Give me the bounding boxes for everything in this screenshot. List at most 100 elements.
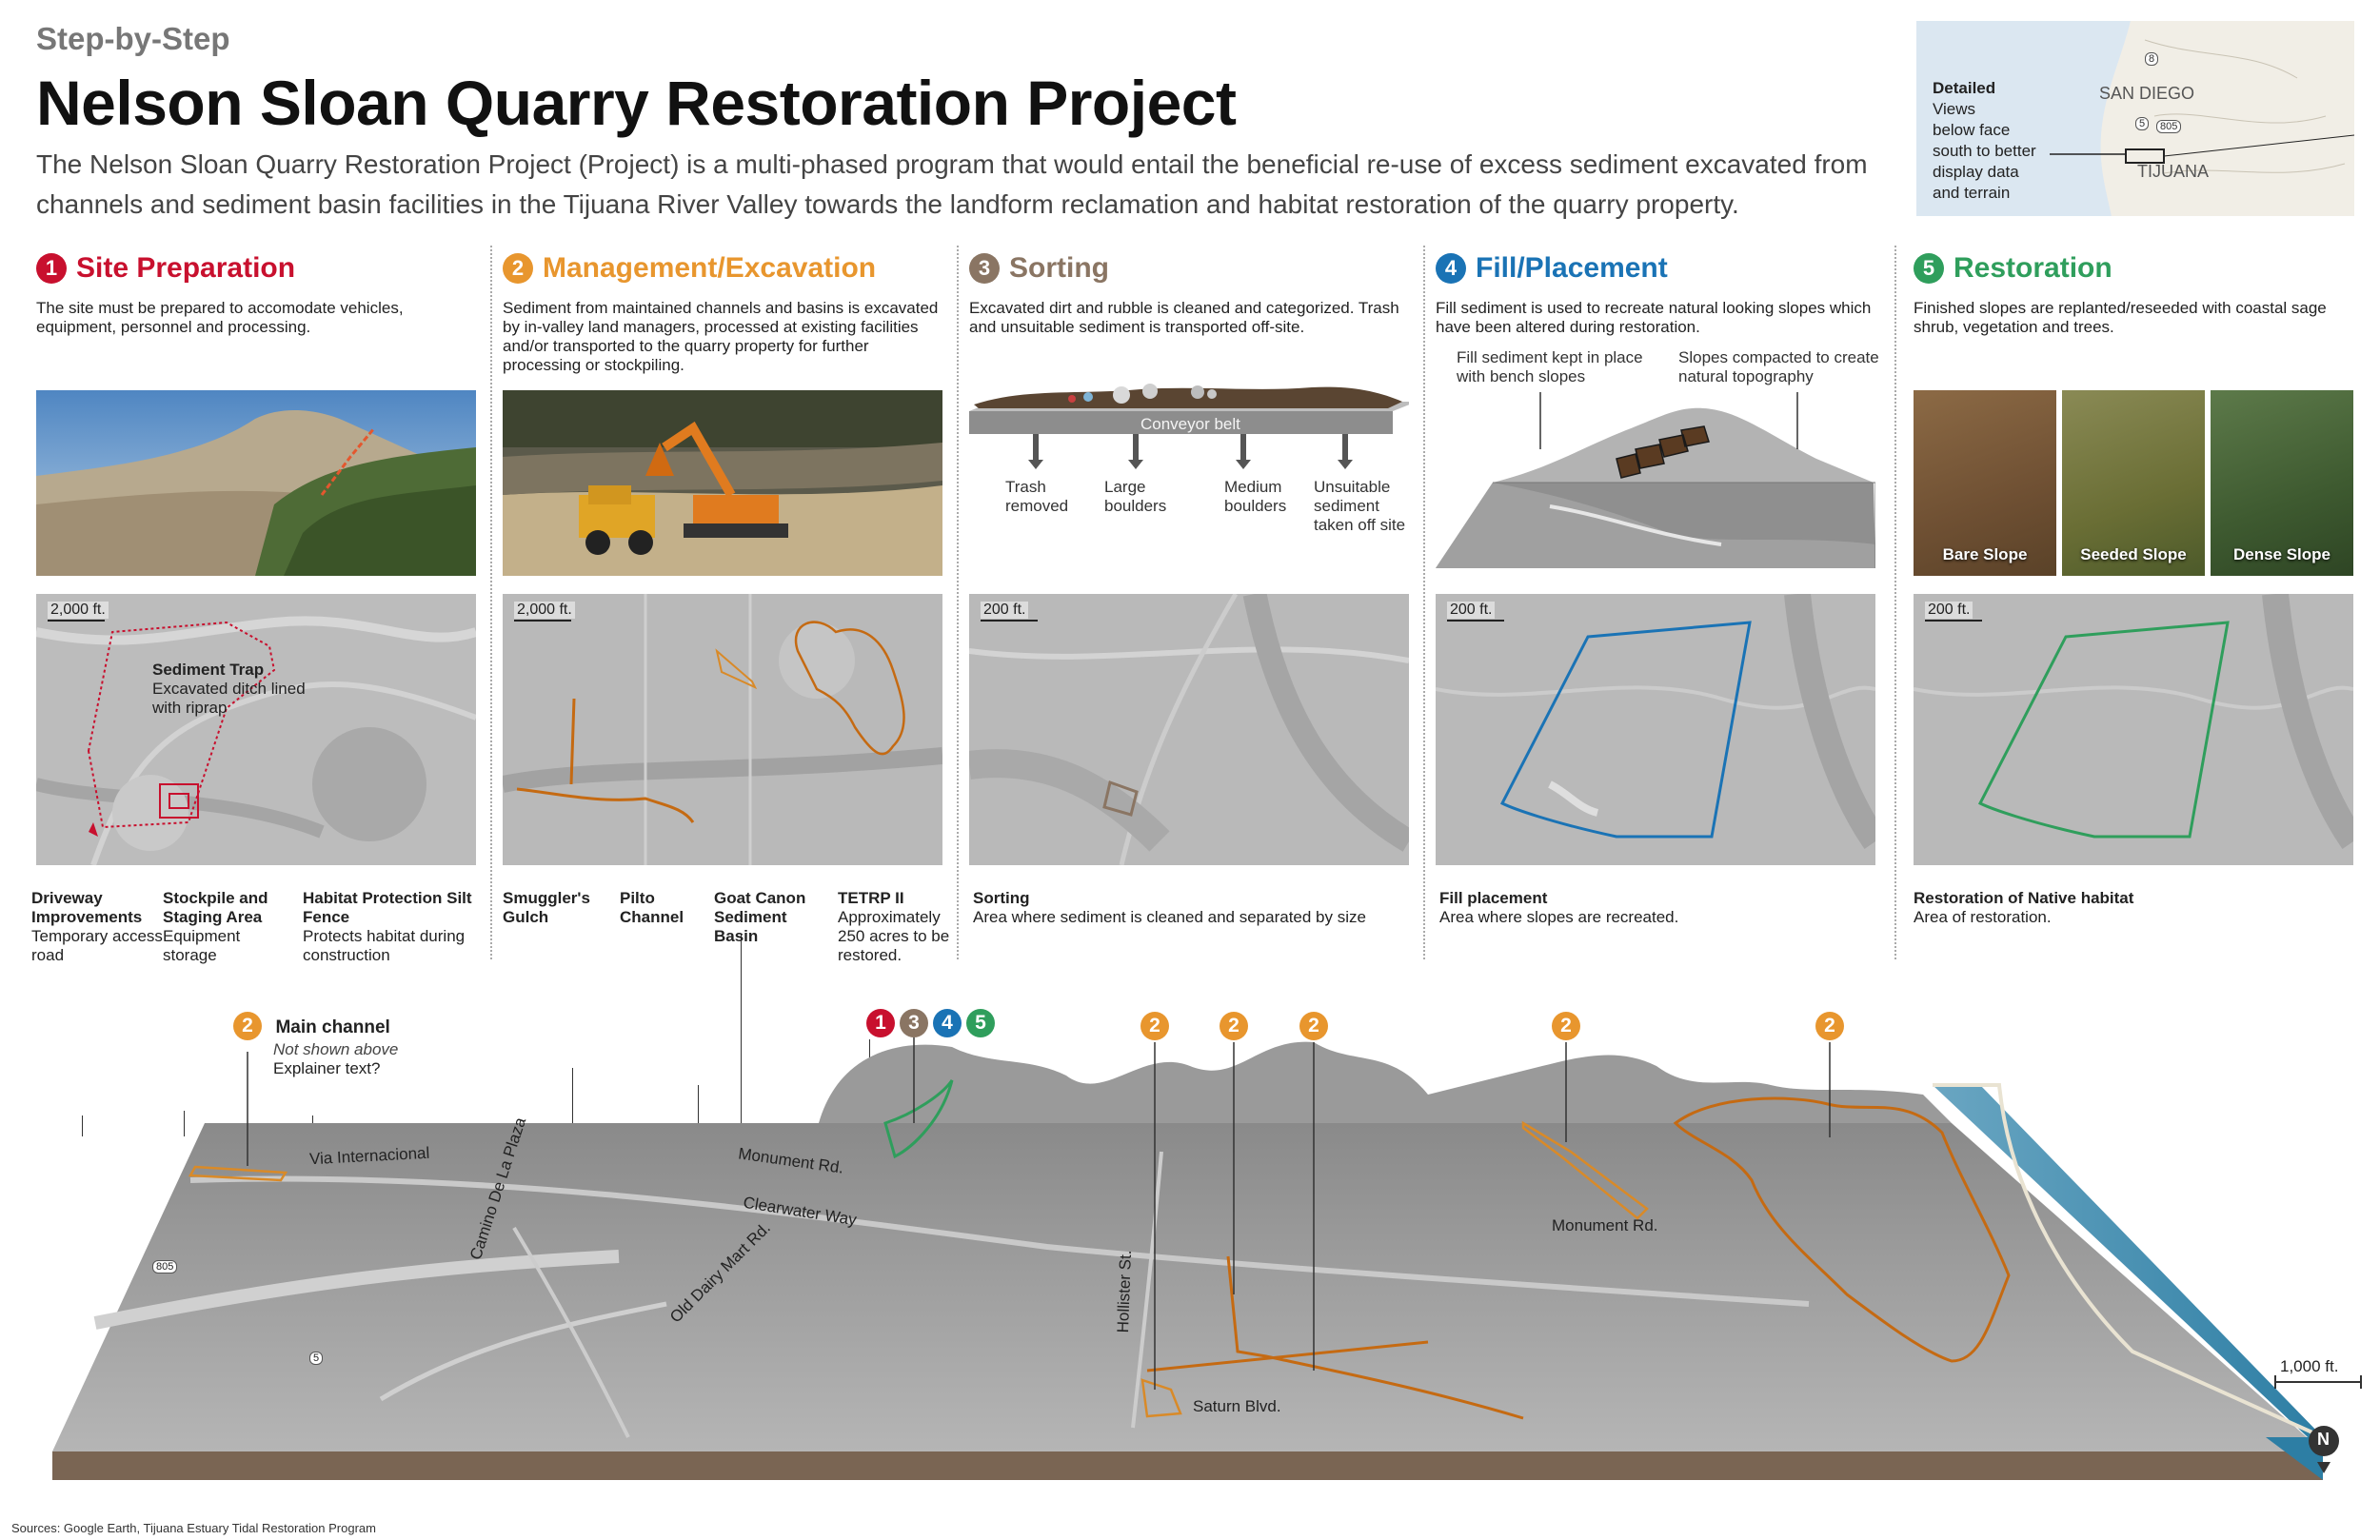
city-label-tijuana: TIJUANA — [2137, 162, 2210, 181]
callout-title: TETRP II — [838, 889, 904, 907]
phase-title: 1 Site Preparation — [36, 249, 476, 287]
scale-bar — [981, 620, 1038, 622]
phase-number-badge: 4 — [1436, 253, 1466, 284]
belt-output-label: Trash removed — [1005, 478, 1069, 515]
phase-marker: 2 — [1220, 1012, 1248, 1040]
road-label: Saturn Blvd. — [1193, 1397, 1281, 1415]
callout-title: Goat Canon Sediment Basin — [714, 889, 806, 945]
locator-line: and terrain — [1933, 184, 2011, 202]
locator-note: Detailed Views below face south to bette… — [1933, 78, 2036, 204]
callout-title: Smuggler's Gulch — [503, 889, 590, 926]
locator-line: below face — [1933, 121, 2011, 139]
highway-shield: 805 — [2156, 120, 2182, 133]
locator-line: display data — [1933, 163, 2019, 181]
belt-output-label: Unsuitable sediment taken off site — [1314, 478, 1406, 534]
phase-number-badge: 3 — [969, 253, 1000, 284]
scale-label: 2,000 ft. — [514, 602, 575, 619]
callout-title: Habitat Protection Silt Fence — [303, 889, 472, 926]
callout-text: Protects habitat during construction — [303, 927, 466, 964]
column-divider — [1423, 246, 1425, 959]
phase-marker: 2 — [233, 1012, 262, 1040]
callout-title: Restoration of Native habitat — [1914, 889, 2134, 907]
phase-title-text: Fill/Placement — [1476, 252, 1668, 284]
callout-title: Fill placement — [1439, 889, 1548, 907]
phase-marker: 2 — [1140, 1012, 1169, 1040]
phase-title: 2 Management/Excavation — [503, 249, 942, 287]
callout-title: Pilto Channel — [620, 889, 684, 926]
terrain-overview-3d — [52, 1037, 2362, 1480]
phase-title: 4 Fill/Placement — [1436, 249, 1875, 287]
diagram-note: Slopes compacted to create natural topog… — [1678, 348, 1879, 385]
phase-number-badge: 5 — [1914, 253, 1944, 284]
intro-paragraph: The Nelson Sloan Quarry Restoration Proj… — [36, 149, 1868, 219]
scale-bar — [1925, 620, 1982, 622]
phase-title-text: Site Preparation — [76, 252, 296, 284]
phase-marker: 2 — [1552, 1012, 1580, 1040]
phase-description: Excavated dirt and rubble is cleaned and… — [969, 299, 1399, 336]
phase-fill-placement: 4 Fill/Placement Fill sediment is used t… — [1436, 249, 1879, 1136]
conveyor-diagram — [969, 384, 1409, 469]
scale-bar — [48, 620, 105, 622]
city-label-san-diego: SAN DIEGO — [2099, 84, 2195, 103]
callout-leader — [82, 1116, 83, 1136]
scale-bar — [514, 620, 571, 622]
excavation-photo — [503, 390, 942, 576]
callout-title: Sorting — [973, 889, 1030, 907]
scale-label: 200 ft. — [1925, 602, 1973, 619]
callout-title: Driveway Improvements — [31, 889, 143, 926]
callout-leader — [184, 1111, 185, 1136]
scale-label: 200 ft. — [981, 602, 1029, 619]
dense-slope-tile: Dense Slope — [2211, 390, 2353, 576]
phase-title-text: Restoration — [1954, 252, 2112, 284]
phase-site-preparation: 1 Site Preparation The site must be prep… — [31, 249, 476, 1136]
phase-title-text: Management/Excavation — [543, 252, 877, 284]
main-channel-title: Main channel — [275, 1017, 390, 1037]
callout-text: Equipment storage — [163, 927, 241, 964]
callout: Goat Canon Sediment Basin — [714, 889, 828, 946]
road-label-text: Hollister St. — [1114, 1250, 1136, 1333]
highway-shield: 5 — [2135, 117, 2150, 130]
highway-shield: 5 — [309, 1352, 324, 1365]
phase-marker: 5 — [966, 1009, 995, 1037]
road-label: Monument Rd. — [1552, 1216, 1658, 1234]
callout-text: Area where slopes are recreated. — [1439, 908, 1679, 926]
aerial-map: 200 ft. — [969, 594, 1409, 865]
main-channel-note: 2 Main channel Not shown above Explainer… — [233, 1012, 398, 1078]
annotation-title: Sediment Trap — [152, 661, 265, 679]
aerial-map: 200 ft. — [1914, 594, 2353, 865]
phase-description: Fill sediment is used to recreate natura… — [1436, 299, 1872, 336]
callout-leader — [572, 1068, 573, 1136]
main-channel-extra: Explainer text? — [273, 1059, 381, 1077]
road-label: Hollister St. — [1114, 1250, 1136, 1333]
kicker: Step-by-Step — [36, 21, 230, 56]
phase-marker: 4 — [933, 1009, 962, 1037]
phase-marker: 2 — [1815, 1012, 1844, 1040]
tile-label: Seeded Slope — [2080, 545, 2187, 563]
main-channel-italic: Not shown above — [273, 1040, 399, 1058]
aerial-map: 2,000 ft. — [503, 594, 942, 865]
terrain-block-diagram — [1436, 392, 1875, 568]
bare-slope-tile: Bare Slope — [1914, 390, 2056, 576]
phase-number-badge: 1 — [36, 253, 67, 284]
scale-label: 2,000 ft. — [48, 602, 109, 619]
phase-number-badge: 2 — [503, 253, 533, 284]
phase-group-badges: 1 3 4 5 — [866, 1009, 1000, 1041]
aerial-map: 2,000 ft. Sediment Trap Excavated ditch … — [36, 594, 476, 865]
overview-scale-label: 1,000 ft. — [2280, 1357, 2339, 1375]
slope-comparison: Bare Slope Seeded Slope Dense Slope — [1914, 390, 2353, 576]
phase-restoration: 5 Restoration Finished slopes are replan… — [1914, 249, 2353, 958]
phase-description: Finished slopes are replanted/reseeded w… — [1914, 299, 2327, 336]
callout-leader — [741, 935, 742, 1136]
callout-text: Temporary access road — [31, 927, 163, 964]
aerial-map: 200 ft. — [1436, 594, 1875, 865]
highway-shield: 805 — [152, 1260, 178, 1273]
highway-shield: 8 — [2145, 52, 2159, 66]
belt-output-label: Large boulders — [1104, 478, 1167, 515]
column-divider — [1894, 246, 1896, 959]
column-divider — [957, 246, 959, 959]
conveyor-label: Conveyor belt — [1140, 415, 1240, 433]
